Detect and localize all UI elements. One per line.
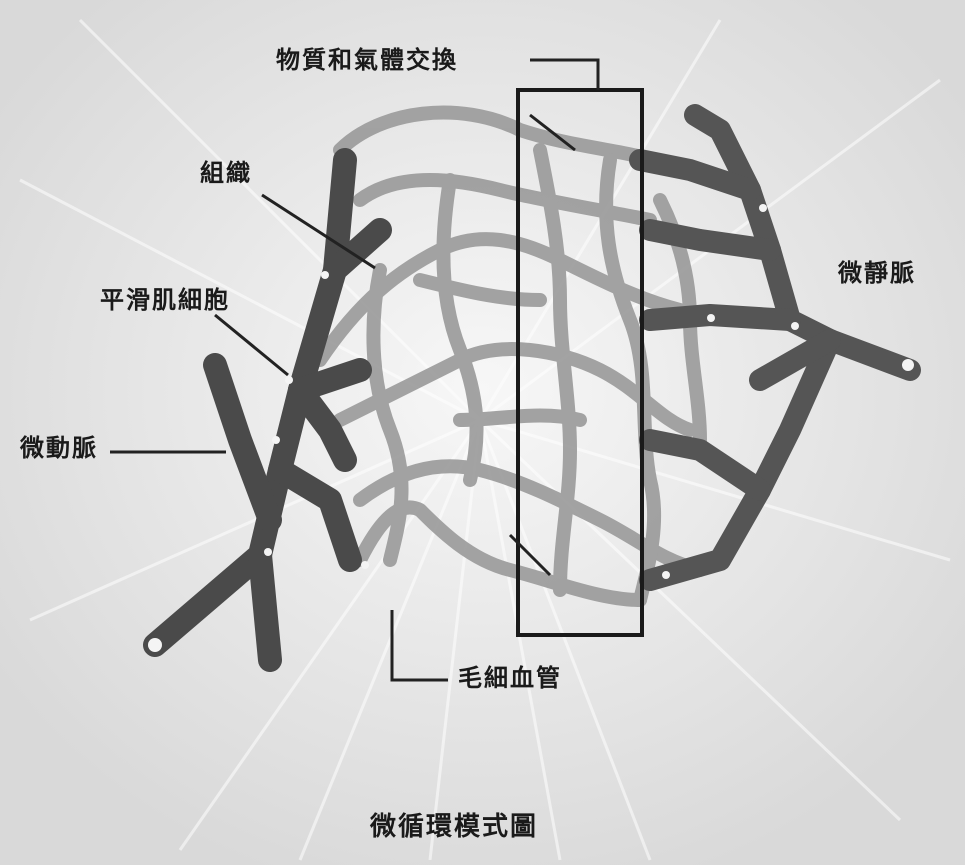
arteriole-label: 微動脈	[20, 428, 98, 463]
exchange-label: 物質和氣體交換	[276, 40, 458, 75]
venule-label: 微靜脈	[838, 253, 916, 288]
tissue-label: 組織	[200, 153, 252, 188]
smooth-muscle-label: 平滑肌細胞	[100, 280, 230, 315]
diagram-title: 微循環模式圖	[370, 806, 538, 843]
capillary-label: 毛細血管	[458, 658, 562, 693]
